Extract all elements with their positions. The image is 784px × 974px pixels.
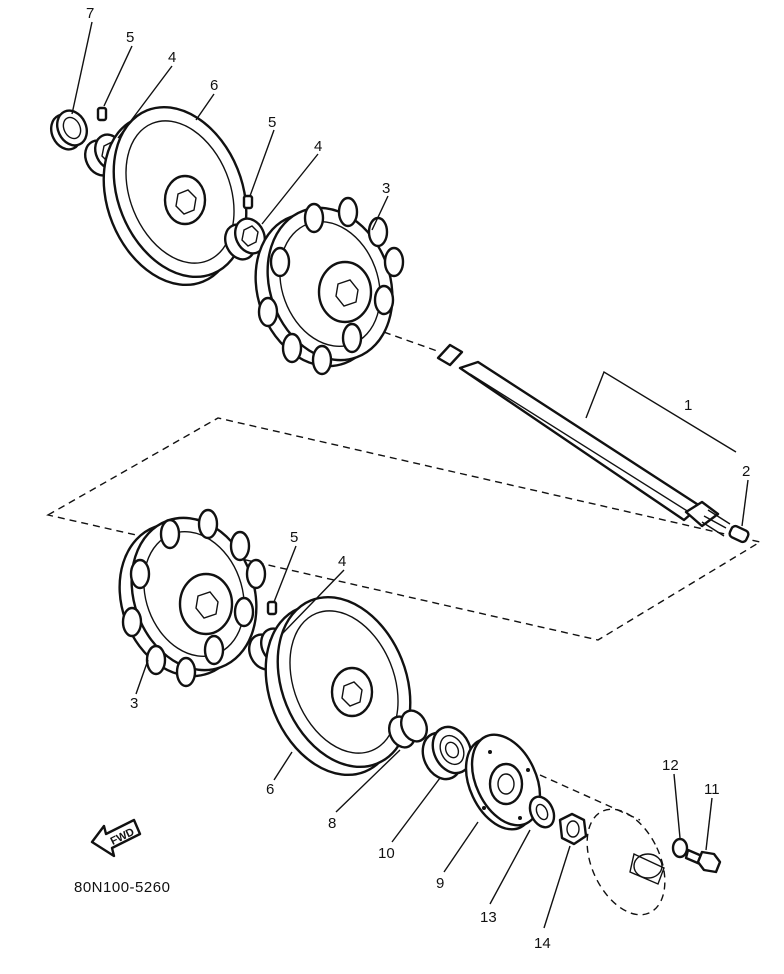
part-10-bearing xyxy=(421,725,473,781)
callout-13: 13 xyxy=(480,909,497,926)
sprocket-teeth-2 xyxy=(121,508,267,688)
part-4-collar-2 xyxy=(224,217,266,261)
part-3-sprocket-2 xyxy=(118,508,267,688)
callout-4: 4 xyxy=(168,49,176,66)
callout-10: 10 xyxy=(378,845,395,862)
part-12-washer xyxy=(671,837,689,859)
part-2-plug xyxy=(728,524,750,544)
callout-4c: 4 xyxy=(338,553,346,570)
callout-14: 14 xyxy=(534,935,551,952)
callout-4b: 4 xyxy=(314,138,322,155)
part-1-shaft xyxy=(436,343,731,537)
callout-5b: 5 xyxy=(268,114,276,131)
part-9-housing xyxy=(464,733,542,831)
fwd-arrow: FWD xyxy=(90,818,142,858)
callout-6: 6 xyxy=(210,77,218,94)
part-11-bolt xyxy=(684,848,722,874)
callout-9: 9 xyxy=(436,875,444,892)
callout-8: 8 xyxy=(328,815,336,832)
part-7-cap xyxy=(50,109,88,151)
callout-7: 7 xyxy=(86,5,94,22)
part-6-wheel-2 xyxy=(264,595,412,777)
callout-3b: 3 xyxy=(130,695,138,712)
part-code: 80N100-5260 xyxy=(74,879,170,896)
callout-12: 12 xyxy=(662,757,679,774)
part-13-washer xyxy=(528,795,556,829)
outer-cover xyxy=(586,808,666,916)
callout-5c: 5 xyxy=(290,529,298,546)
callout-2: 2 xyxy=(742,463,750,480)
callout-6b: 6 xyxy=(266,781,274,798)
sprocket-teeth xyxy=(257,196,405,376)
part-6-wheel xyxy=(102,105,248,287)
part-8-spacer xyxy=(387,709,429,749)
part-5-set-screw-2 xyxy=(242,194,254,210)
part-3-sprocket xyxy=(254,196,405,376)
callout-3: 3 xyxy=(382,180,390,197)
callout-11: 11 xyxy=(704,781,720,798)
callout-labels: 7 5 4 6 5 4 3 1 2 3 5 4 6 8 10 9 13 14 1… xyxy=(86,5,750,952)
part-14-nut xyxy=(558,812,588,846)
part-5-set-screw-3 xyxy=(266,600,278,616)
callout-1: 1 xyxy=(684,397,692,414)
leader-lines xyxy=(71,21,749,929)
part-5-set-screw xyxy=(96,106,108,122)
callout-5: 5 xyxy=(126,29,134,46)
